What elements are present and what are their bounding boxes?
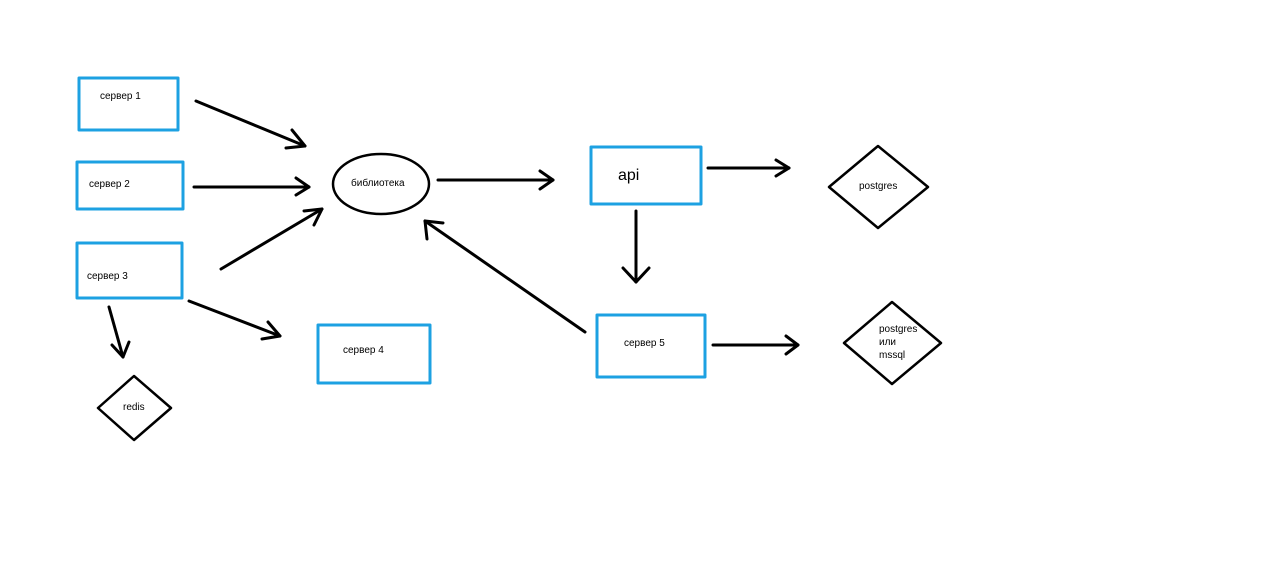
arrowhead-server3-server4 (260, 320, 282, 341)
server-2-box (75, 160, 185, 211)
arrowhead-server1-library (284, 128, 307, 150)
server-5-label: сервер 5 (624, 338, 665, 349)
arrowhead-server5-postgres-mssql (784, 334, 800, 356)
redis-diamond (96, 374, 173, 442)
server-1-box (77, 76, 180, 132)
arrowhead-server5-library (423, 219, 445, 241)
server-3-label: сервер 3 (87, 271, 128, 282)
arrow-server5-library (423, 219, 587, 334)
arrowhead-server3-redis (110, 340, 131, 359)
arrowhead-server3-library (302, 207, 324, 227)
arrow-server3-server4 (187, 299, 282, 338)
arrowhead-api-postgres (774, 158, 791, 178)
server-2-label: сервер 2 (89, 179, 130, 190)
redis-label: redis (123, 402, 145, 413)
server-1-label: сервер 1 (100, 91, 141, 102)
api-label: api (618, 167, 640, 184)
postgres-mssql-diamond (842, 300, 943, 386)
postgres-label: postgres (859, 181, 898, 192)
arrow-server3-library (219, 207, 324, 271)
arrow-server3-redis (107, 305, 125, 359)
arrowhead-api-server5 (621, 266, 651, 284)
server-4-label: сервер 4 (343, 345, 384, 356)
server-4-box (316, 323, 432, 385)
library-ellipse (331, 152, 431, 216)
arrow-server1-library (194, 99, 307, 148)
arrowhead-server2-library (294, 176, 311, 197)
server-5-box (595, 313, 707, 379)
arrowhead-library-api (538, 169, 555, 191)
server-3-box (75, 241, 184, 300)
postgres-diamond (827, 144, 930, 230)
api-box (589, 145, 703, 206)
library-label: библиотека (351, 178, 405, 189)
postgres-mssql-label: postgres или mssql (879, 324, 918, 361)
